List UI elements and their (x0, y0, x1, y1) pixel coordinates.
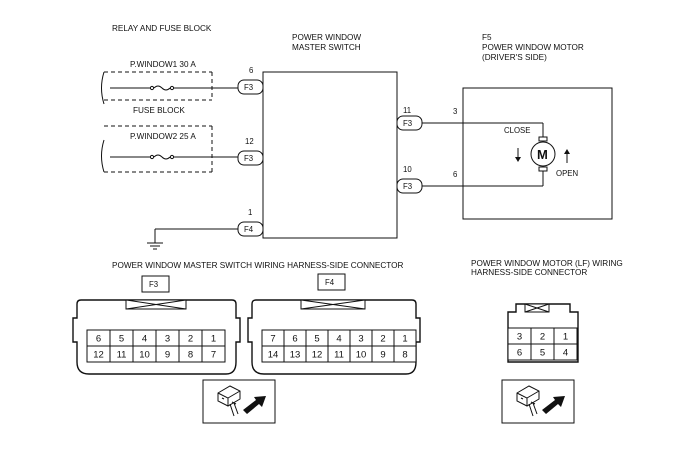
open-label: OPEN (556, 169, 578, 178)
pin-label: 11 (117, 349, 127, 360)
connector-tag: F3 (403, 182, 412, 191)
pin-label: 1 (563, 331, 568, 342)
pin-label: 9 (380, 349, 385, 360)
fuse-icon (149, 154, 175, 160)
pin-number: 12 (245, 137, 254, 146)
motor-connector-title-1: POWER WINDOW MOTOR (LF) WIRING (471, 259, 623, 268)
pin-label: 10 (356, 349, 367, 360)
pin-label: 11 (334, 349, 344, 360)
pin-label: 5 (119, 333, 124, 344)
pin-label: 10 (139, 349, 150, 360)
pin-label: 14 (268, 349, 279, 360)
pin-label: 1 (211, 333, 216, 344)
motor-symbol: M (537, 147, 548, 162)
pin-cell (393, 345, 417, 363)
pin-label: 6 (292, 333, 297, 344)
pin-10-f3: 10 F3 (396, 165, 423, 194)
master-connector-title: POWER WINDOW MASTER SWITCH WIRING HARNES… (112, 261, 404, 270)
pin-label: 7 (270, 333, 275, 344)
arrow-down-icon (515, 148, 521, 162)
connector-tag: F3 (244, 83, 253, 92)
pin-label: 2 (188, 333, 193, 344)
pin-label: 3 (517, 331, 522, 342)
motor-pin-close: 3 (453, 107, 457, 116)
pin-label: 12 (312, 349, 323, 360)
pin-1-f4: 1 F4 (237, 208, 264, 237)
connector-hand-icon (202, 379, 276, 424)
motor-connector-title-2: HARNESS-SIDE CONNECTOR (471, 268, 587, 277)
pin-cell (201, 345, 226, 363)
motor-icon: M (530, 136, 556, 172)
pin-label: 12 (93, 349, 104, 360)
fuse-1: P.WINDOW1 30 A (101, 60, 240, 105)
close-label: CLOSE (504, 126, 530, 135)
pin-label: 4 (336, 333, 341, 344)
pin-label: 8 (402, 349, 407, 360)
pin-label: 6 (96, 333, 101, 344)
pin-label: 2 (540, 331, 545, 342)
pin-label: 8 (188, 349, 193, 360)
pin-12-f3: 12 F3 (237, 137, 264, 166)
arrow-up-icon (564, 149, 570, 163)
pin-label: 13 (290, 349, 301, 360)
pin-label: 1 (402, 333, 407, 344)
fuse-2: P.WINDOW2 25 A (101, 125, 240, 173)
connector-tag: F3 (403, 119, 412, 128)
motor-title-2: (DRIVER'S SIDE) (482, 53, 547, 62)
pin-cell (553, 343, 578, 361)
pin-label: 5 (540, 347, 545, 358)
pin-label: 2 (380, 333, 385, 344)
fuse-1-label: P.WINDOW1 30 A (130, 60, 196, 69)
pin-label: 9 (165, 349, 170, 360)
motor-box (462, 87, 613, 220)
fuse-2-label: P.WINDOW2 25 A (130, 132, 196, 141)
ground-icon (147, 228, 240, 250)
fuse-icon (149, 85, 175, 91)
master-switch-title-2: MASTER SWITCH (292, 43, 361, 52)
connector-f5: 3 2 1 6 5 4 (507, 303, 579, 363)
connector-f4-label: F4 (325, 278, 335, 287)
master-switch-title-1: POWER WINDOW (292, 33, 361, 42)
pin-label: 3 (165, 333, 170, 344)
connector-tag: F3 (244, 154, 253, 163)
pin-label: 6 (517, 347, 522, 358)
connector-f4: F4 7 6 5 4 3 2 1 14 13 12 11 10 9 8 (247, 273, 421, 375)
pin-number: 11 (403, 106, 411, 115)
connector-f3-label: F3 (149, 280, 158, 289)
master-switch-box (262, 71, 398, 239)
motor-title-1: POWER WINDOW MOTOR (482, 43, 584, 52)
pin-label: 5 (314, 333, 319, 344)
connector-tag: F4 (244, 225, 254, 234)
relay-fuse-block-title: RELAY AND FUSE BLOCK (112, 24, 212, 33)
pin-6-f3: 6 F3 (237, 66, 264, 95)
pin-number: 6 (249, 66, 253, 75)
connector-hand-icon (501, 379, 575, 424)
connector-f3: F3 6 5 4 3 2 1 12 11 10 9 8 7 (72, 275, 241, 375)
motor-pin-open: 6 (453, 170, 457, 179)
pin-11-f3: 11 F3 (396, 106, 423, 131)
motor-id: F5 (482, 33, 492, 42)
pin-label: 4 (142, 333, 147, 344)
pin-number: 1 (248, 208, 252, 217)
pin-label: 3 (358, 333, 363, 344)
pin-number: 10 (403, 165, 412, 174)
pin-label: 7 (211, 349, 216, 360)
fuse-block-title: FUSE BLOCK (133, 106, 185, 115)
pin-label: 4 (563, 347, 568, 358)
